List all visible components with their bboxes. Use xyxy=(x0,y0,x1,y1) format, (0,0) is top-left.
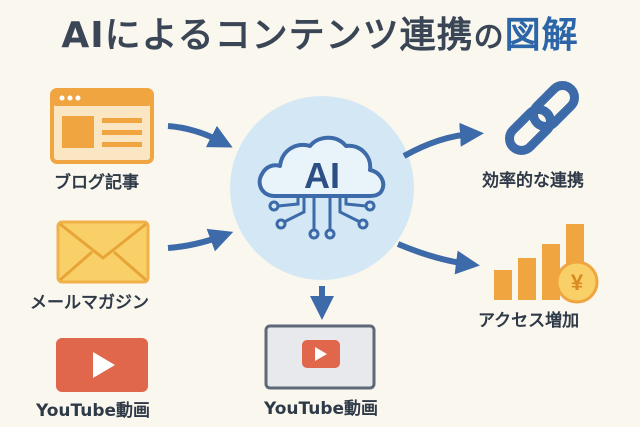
youtube-icon xyxy=(56,338,148,392)
browser-icon xyxy=(50,88,154,164)
source-label-mail: メールマガジン xyxy=(30,293,149,313)
circuit-icon xyxy=(276,194,368,232)
title-particle: の xyxy=(473,20,505,55)
title-highlight: 図解 xyxy=(504,15,579,56)
ai-hub: AI xyxy=(230,96,414,280)
video-player-icon xyxy=(264,324,376,390)
cloud-icon xyxy=(257,135,386,198)
chain-link-icon xyxy=(505,81,579,155)
source-label-blog: ブログ記事 xyxy=(54,173,139,193)
bar-chart-yen-icon: ¥ xyxy=(494,224,599,304)
arrow-ai-to-access xyxy=(396,241,480,275)
arrow-ai-to-link xyxy=(402,122,484,159)
ai-label: AI xyxy=(304,155,340,196)
source-label-youtube: YouTube動画 xyxy=(36,401,151,421)
arrow-mail-to-ai xyxy=(167,228,234,252)
output-label-link: 効率的な連携 xyxy=(482,171,584,191)
page-title: AIによるコンテンツ連携の図解 xyxy=(0,14,640,60)
arrow-blog-to-ai xyxy=(167,123,233,148)
output-label-access: アクセス増加 xyxy=(478,311,580,331)
coin-symbol: ¥ xyxy=(571,270,584,295)
title-main: AIによるコンテンツ連携 xyxy=(61,15,474,56)
envelope-icon xyxy=(56,220,150,284)
output-label-video: YouTube動画 xyxy=(264,399,379,419)
